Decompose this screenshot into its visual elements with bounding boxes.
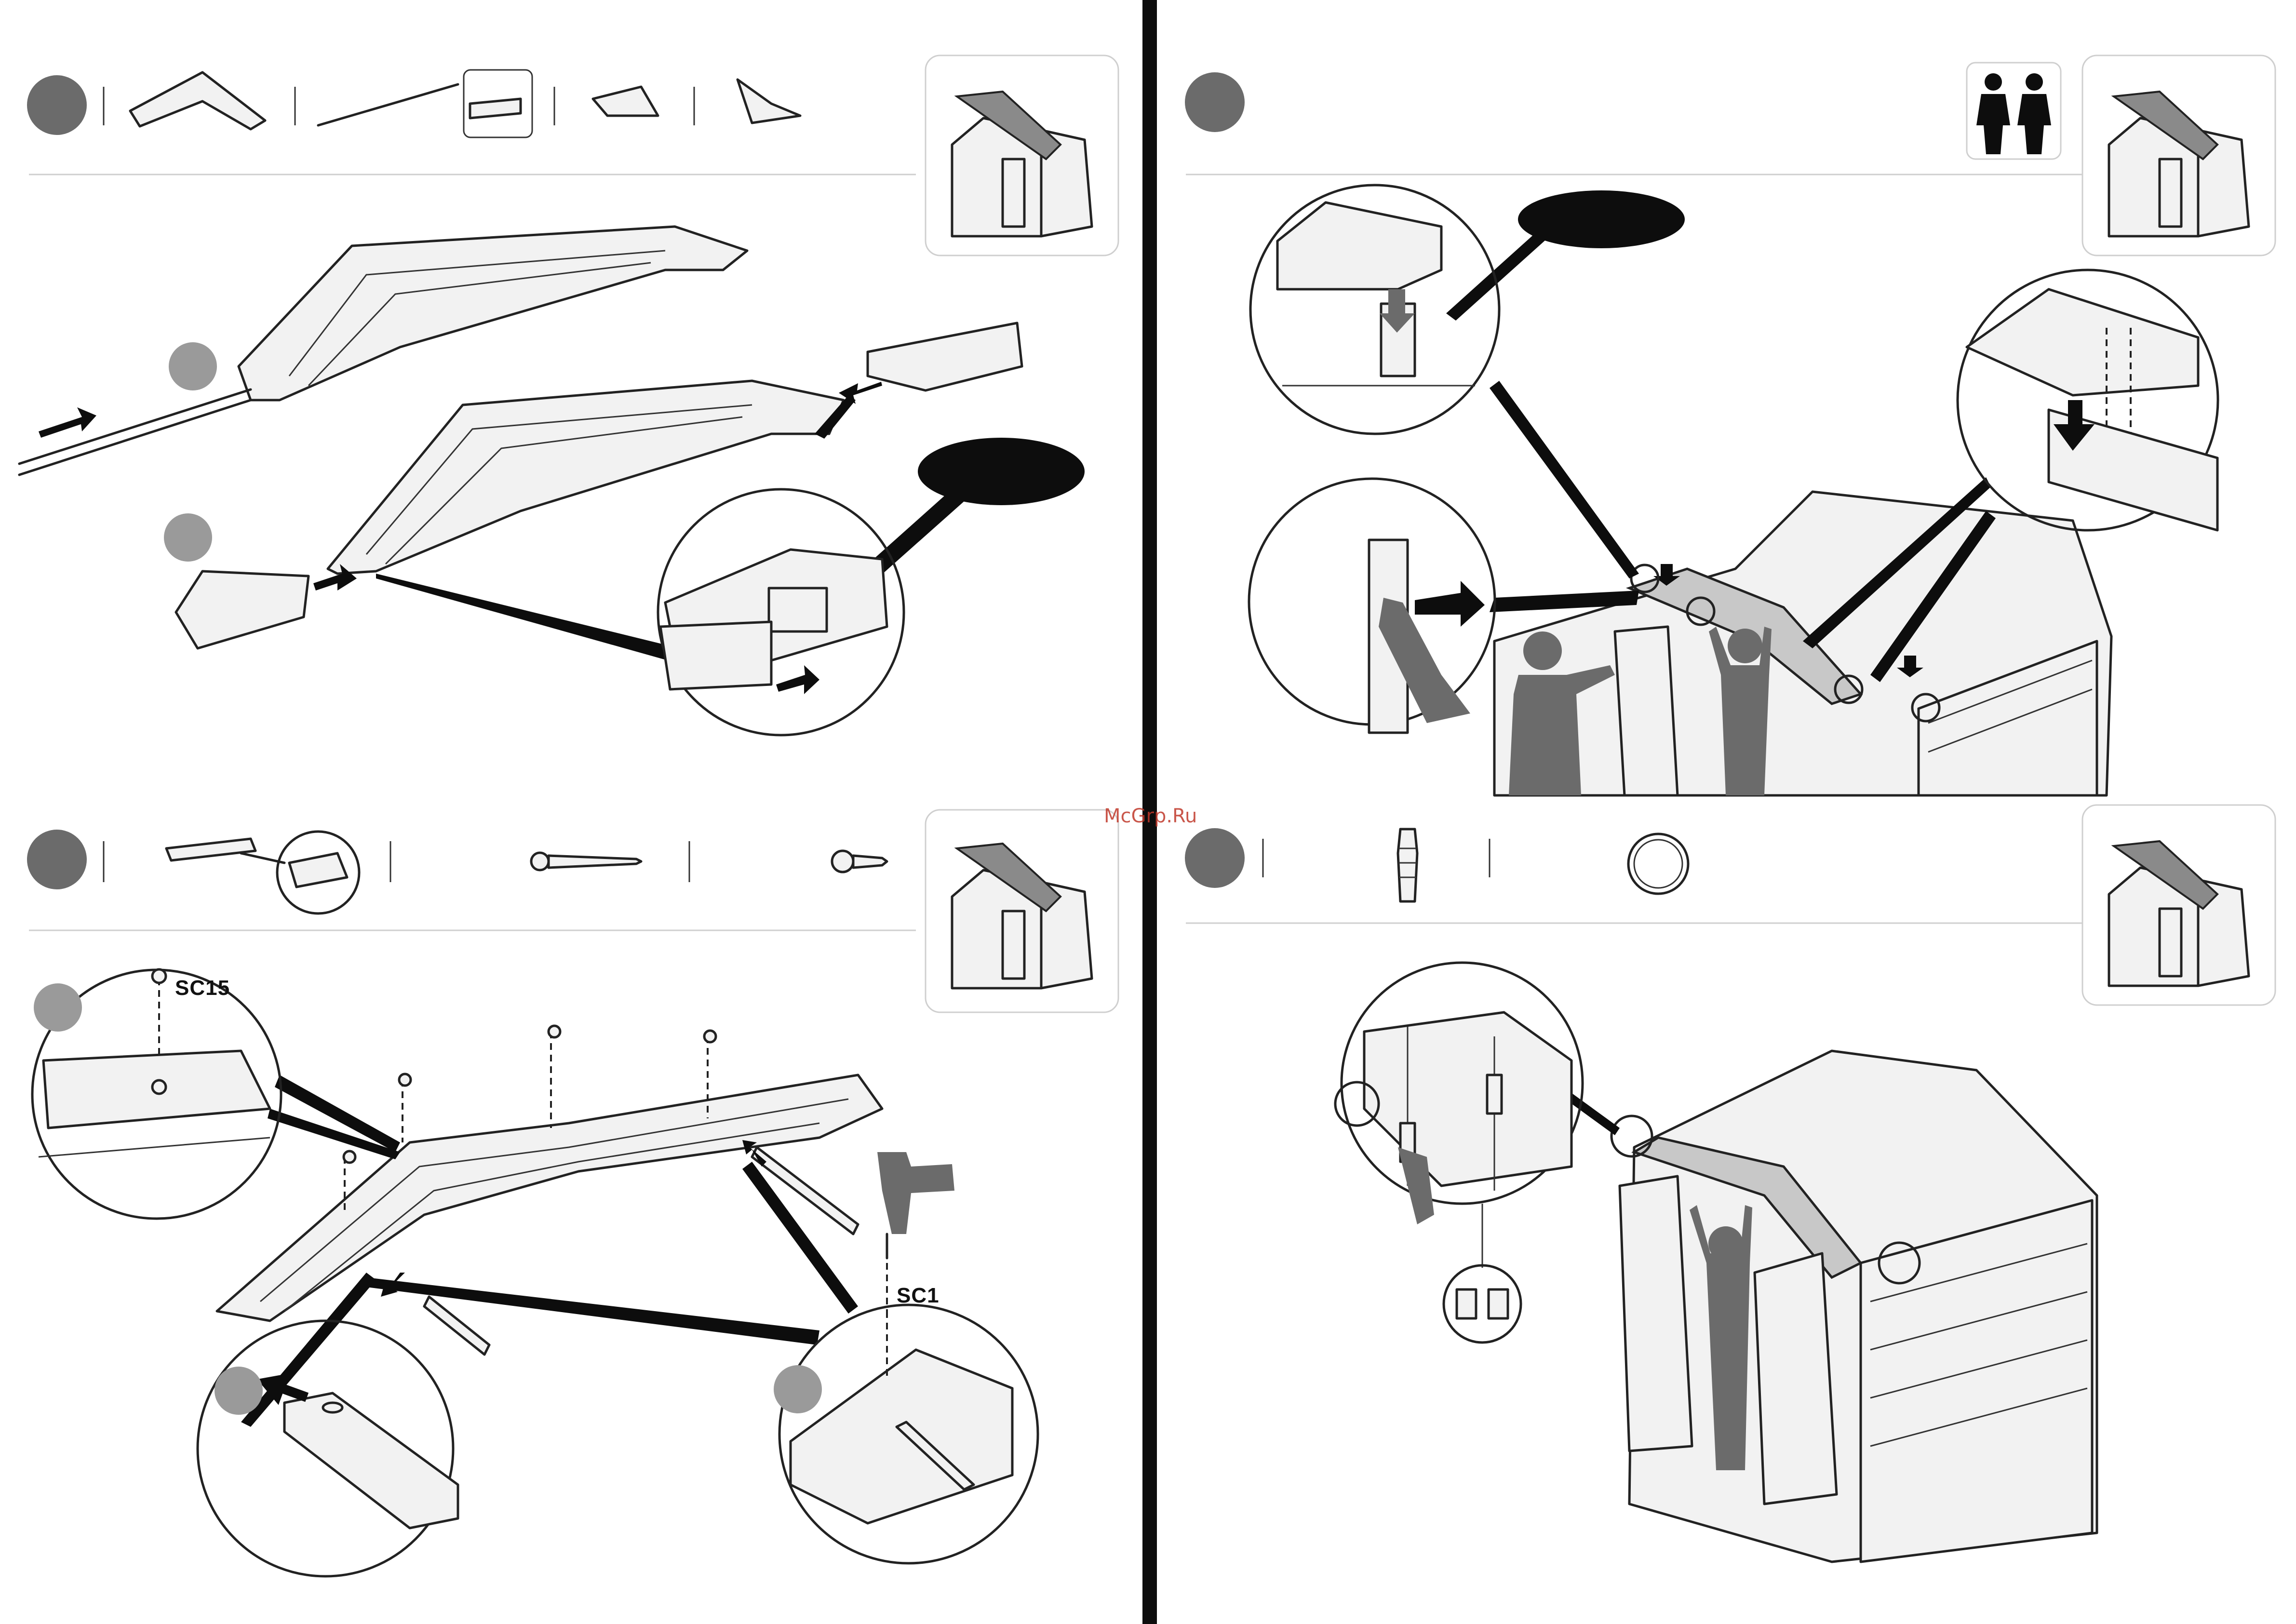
- sub-badge-1: [169, 342, 217, 390]
- sub-badge-2: [164, 513, 212, 562]
- shed-thumbnail-icon: [2109, 92, 2249, 236]
- watermark: McGrp.Ru: [1104, 805, 1197, 827]
- upper-truss: [239, 227, 747, 400]
- sub-badge-2: [215, 1367, 263, 1415]
- panel-top-right: [1185, 55, 2275, 795]
- sc1-screw-label: SC1: [897, 1284, 940, 1308]
- screw-icon: [704, 1031, 716, 1042]
- gable-truss-part-icon: [130, 72, 265, 129]
- screw-icon: [832, 851, 887, 872]
- shed-thumbnail-icon: [952, 92, 1092, 236]
- two-person-icon: [1976, 73, 2051, 154]
- sc15-screw-label: SC15: [175, 976, 230, 1000]
- rod-part-icon: [318, 84, 458, 125]
- shed-thumbnail-icon: [952, 844, 1092, 988]
- detail-circle-anchor-pair: [1444, 1265, 1521, 1342]
- screw-icon: [549, 1026, 560, 1037]
- step-badge: [27, 830, 87, 889]
- sub-badge-3: [774, 1365, 822, 1413]
- wall-anchor-icon: [1489, 1289, 1508, 1318]
- shed-door: [1615, 627, 1678, 795]
- panel-bottom-left: [27, 810, 1118, 1576]
- step-badge: [27, 75, 87, 135]
- arrow-icon: [39, 407, 96, 438]
- truss-assembly: [217, 1075, 882, 1321]
- shed-thumbnail-icon: [2109, 841, 2249, 986]
- sub-badge-1: [34, 983, 82, 1032]
- screw-icon: [152, 969, 166, 983]
- wall-anchor-icon: [1457, 1289, 1476, 1318]
- panel-top-left: [19, 55, 1118, 735]
- screw-icon: [399, 1074, 411, 1086]
- drill-icon: [877, 1152, 954, 1234]
- washer-ring-icon: [1628, 834, 1688, 894]
- bracket-part-icon: [593, 87, 658, 116]
- step-badge: [1185, 72, 1245, 132]
- wall-anchor-icon: [1398, 829, 1417, 901]
- step-badge: [1185, 828, 1245, 888]
- wall-anchor-icon: [1487, 1075, 1502, 1114]
- right-end-bracket: [868, 323, 1022, 390]
- end-cap-part-icon: [738, 80, 800, 123]
- left-end-bracket: [176, 571, 309, 648]
- callout-bubble: [918, 438, 1085, 505]
- panel-bottom-right: [1185, 805, 2275, 1562]
- screw-icon: [344, 1151, 355, 1163]
- screw-icon: [531, 853, 641, 870]
- spacer-strip-part-icon: [166, 839, 255, 860]
